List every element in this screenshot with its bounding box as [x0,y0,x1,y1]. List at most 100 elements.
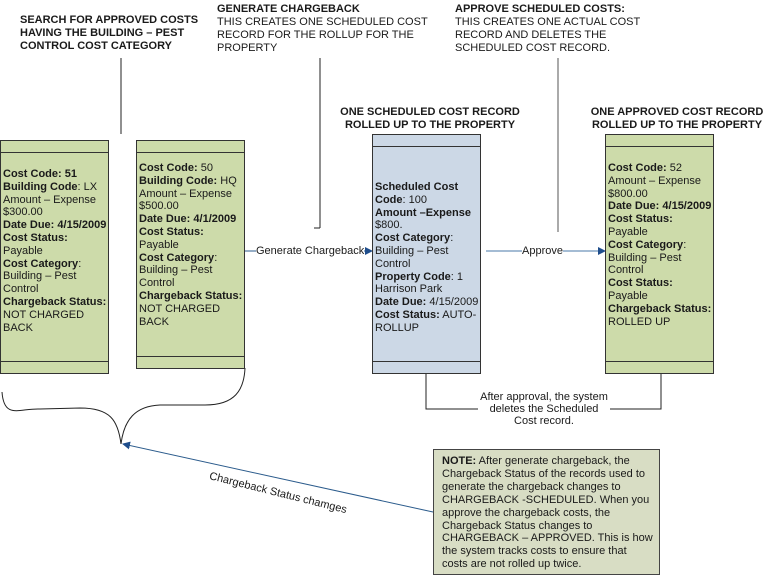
delete-note-line: deletes the Scheduled [489,403,599,415]
field-label: Chargeback Status: [608,302,712,315]
note-text: After generate chargeback, the Chargebac… [442,455,653,571]
field-label: Cost Code: [608,162,667,174]
record-field-line: Chargeback Status: [608,303,713,316]
record-field-line: Property Code: 1 [375,271,480,284]
field-value: HQ [217,174,237,187]
record-field-line: Date Due: 4/15/2009 [375,296,480,309]
record-field-line: ROLLED UP [608,316,713,329]
record-field-line: Date Due: 4/15/2009 [608,200,713,213]
field-value: 52 [666,162,682,174]
approve-heading-line: THIS CREATES ONE ACTUAL COST [455,16,641,28]
caption-line: ONE APPROVED COST RECORD [590,106,764,118]
record-field-line: Cost Status: [608,277,713,290]
generate-heading-line: PROPERTY [217,42,278,54]
record-field-line: Payable [3,245,108,258]
record-footer-bar [137,356,244,368]
field-value: $300.00 [3,206,43,219]
grouping-brace [1,367,246,445]
record-field-line: Building Code: HQ [139,175,244,188]
field-value: $800. [375,219,403,232]
record-field-line: Building – Pest [375,245,480,258]
generate-heading: GENERATE CHARGEBACK THIS CREATES ONE SCH… [217,3,428,55]
field-value: Amount – Expense [3,193,96,206]
field-value: : 1 [450,270,464,283]
caption-line: ROLLED UP TO THE PROPERTY [591,119,763,131]
field-label: Cost Category [375,232,451,245]
field-value: : [78,257,82,270]
field-label: Building Code [3,180,78,193]
record-field-line: Harrison Park [375,283,480,296]
record-field-line: Cost Status: [608,213,713,226]
field-label: Chargeback Status: [139,289,243,302]
field-value: Payable [608,225,648,238]
record-field-line: Scheduled Cost [375,181,480,194]
record-field-line: Payable [139,239,244,252]
field-label: Date Due: 4/15/2009 [3,219,107,232]
note-prefix: NOTE: [442,455,477,467]
field-value: $800.00 [608,187,648,200]
search-heading-line: SEARCH FOR APPROVED COSTS [20,14,199,26]
status-changes-arrow [122,441,434,513]
field-label: Date Due: 4/1/2009 [139,213,237,226]
record-footer-bar [1,361,108,373]
record-field-line: Control [375,258,480,271]
record-field-line: NOT CHARGED [139,303,244,316]
field-value: Amount – Expense [139,187,232,200]
field-value: Amount – Expense [608,174,701,187]
record-field-line: BACK [139,316,244,329]
field-value: Building – Pest [3,270,77,283]
record-footer-bar [373,361,480,373]
field-label: Amount –Expense [375,206,471,219]
field-label: Code [375,193,403,206]
record-field-line: Date Due: 4/15/2009 [3,219,108,232]
record-field-line: Amount – Expense [139,188,244,201]
record-field-line: Amount –Expense [375,207,480,220]
field-value: : [214,251,218,264]
record-field-line: ROLLUP [375,322,480,335]
scheduled-record-caption: ONE SCHEDULED COST RECORD ROLLED UP TO T… [338,106,522,132]
record-header-bar [1,141,108,153]
field-value: Building – Pest [139,264,213,277]
field-value: Control [375,257,411,270]
note-box: NOTE: After generate chargeback, the Cha… [433,449,660,575]
record-header-bar [137,141,244,153]
approve-heading: APPROVE SCHEDULED COSTS: THIS CREATES ON… [455,3,640,55]
caption-line: ONE SCHEDULED COST RECORD [340,106,520,118]
field-value: Harrison Park [375,283,443,296]
approve-label: Approve [522,245,563,257]
field-value: : 100 [402,193,427,206]
search-heading-line: CONTROL COST CATEGORY [20,40,172,52]
record-field-line: $800. [375,219,480,232]
record-field-line: Cost Category: [375,232,480,245]
field-value: BACK [139,315,169,328]
field-label: Property Code [375,270,451,283]
field-label: Cost Code: 51 [3,168,77,180]
field-label: Cost Status: [608,277,673,290]
field-label: Date Due: 4/15/2009 [608,200,712,213]
field-value: Payable [3,244,43,257]
field-value: AUTO- [439,308,477,321]
approve-heading-title: APPROVE SCHEDULED COSTS: [455,3,625,15]
record-field-line: Cost Status: [139,226,244,239]
record-field-line: Control [3,283,108,296]
record-header-bar [373,135,480,147]
record-field-line: Building – Pest [139,264,244,277]
field-value: Payable [608,289,648,302]
record-field-line: Control [608,264,713,277]
record-field-line: Amount – Expense [608,175,713,188]
field-label: Chargeback Status: [3,295,107,308]
record-field-line: Payable [608,226,713,239]
field-label: Scheduled Cost [375,181,459,193]
field-label: Cost Code: [139,162,198,174]
field-value: Building – Pest [375,244,449,257]
record-field-line: $300.00 [3,206,108,219]
field-value: ROLLUP [375,321,420,334]
record-field-line: Cost Status: AUTO- [375,309,480,322]
field-label: Cost Status: [608,213,673,226]
search-heading-line: HAVING THE BUILDING – PEST [20,27,185,39]
field-value: Control [139,277,175,290]
